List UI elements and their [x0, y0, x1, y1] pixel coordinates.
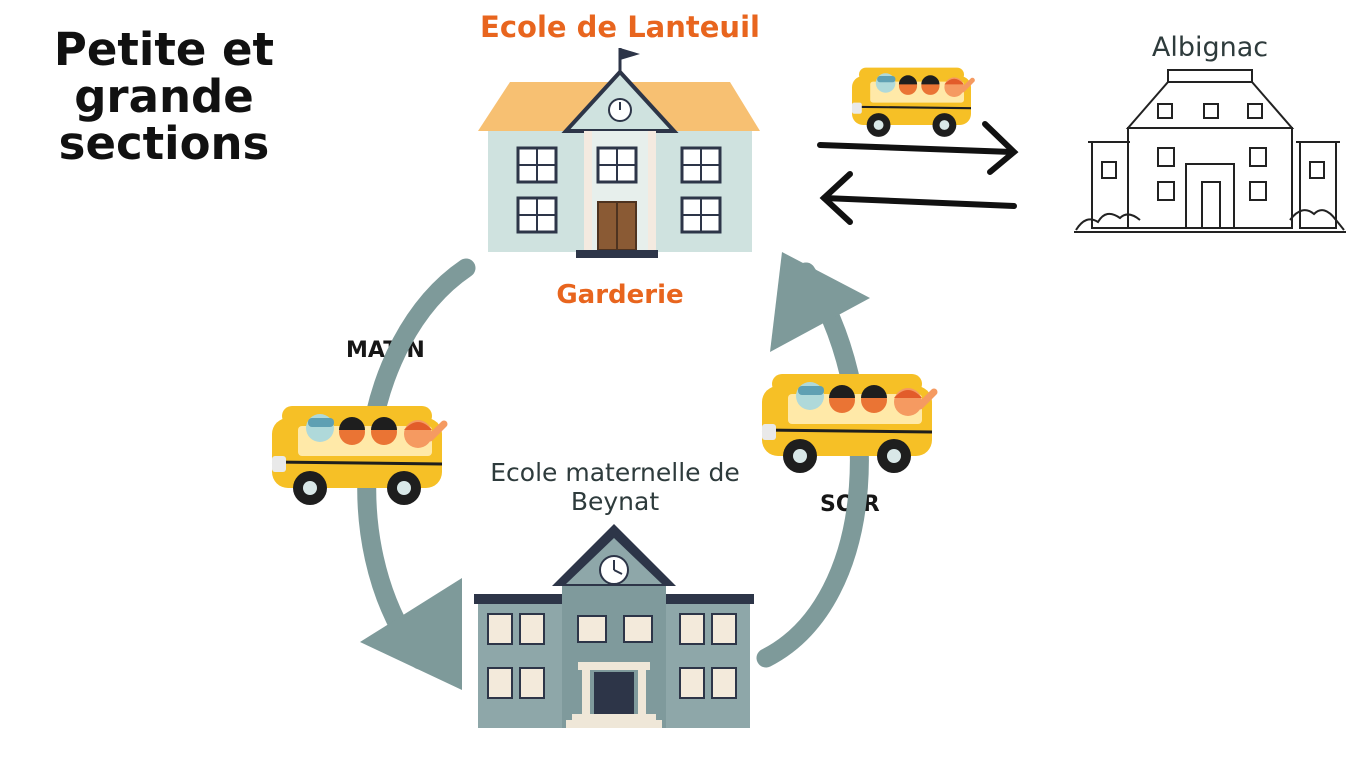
evening-route-arrow — [756, 252, 870, 668]
albignac-label: Albignac — [1151, 32, 1269, 63]
to-albignac-arrow — [817, 121, 1019, 175]
page-title: Petite et grande sections — [53, 23, 275, 170]
garderie-label: Garderie — [556, 280, 684, 310]
albignac-mansion-icon — [1074, 69, 1346, 233]
from-albignac-arrow — [819, 171, 1017, 225]
beynat-school-icon — [474, 524, 754, 728]
beynat-school-label: Ecole maternelle de Beynat — [490, 458, 740, 516]
flag-icon — [620, 48, 640, 60]
bus-icon-top — [852, 68, 972, 137]
lanteuil-school-icon — [478, 48, 760, 258]
lanteuil-school-label: Ecole de Lanteuil — [480, 10, 760, 44]
bus-icon-evening — [762, 374, 934, 473]
